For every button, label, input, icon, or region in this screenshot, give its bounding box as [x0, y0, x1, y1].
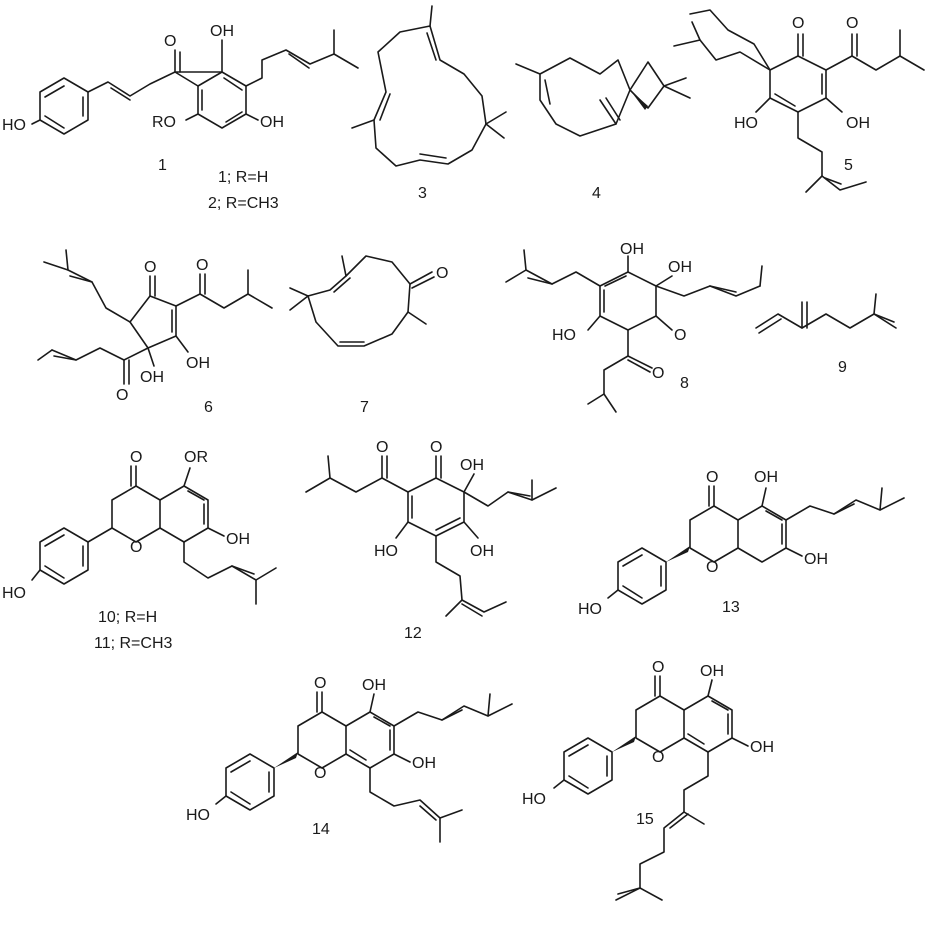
- compound-14-o2: O: [314, 765, 326, 782]
- compound-8-number: 8: [680, 375, 689, 392]
- compound-7-o: O: [436, 265, 448, 282]
- compound-13-oh1: OH: [754, 469, 778, 486]
- compound-5-o1: O: [792, 15, 804, 32]
- compound-6-o1: O: [144, 259, 156, 276]
- compound-14-oh1: OH: [362, 677, 386, 694]
- compound-6-o3: O: [116, 387, 128, 404]
- compound-8-o1: O: [674, 327, 686, 344]
- compound-1-oh-top: OH: [210, 23, 234, 40]
- compound-12-o2: O: [430, 439, 442, 456]
- compound-1-ho-left: HO: [2, 117, 26, 134]
- compound-10-caption-line-1: 10; R=H: [98, 609, 157, 626]
- compound-9-number: 9: [838, 359, 847, 376]
- compound-6-o2: O: [196, 257, 208, 274]
- compound-1-caption-line-1: 1; R=H: [218, 169, 268, 186]
- compound-14-number: 14: [312, 821, 330, 838]
- compound-13-number: 13: [722, 599, 740, 616]
- compound-13-structure: O OH O OH HO 13: [578, 469, 905, 618]
- compound-15-oh2: OH: [750, 739, 774, 756]
- compound-10-caption-line-2: 11; R=CH3: [94, 635, 173, 652]
- compound-15-number: 15: [636, 811, 654, 828]
- compound-6-oh2: OH: [186, 355, 210, 372]
- compound-14-structure: O OH O OH HO 14: [186, 675, 513, 843]
- compound-7-number: 7: [360, 399, 369, 416]
- compound-3-structure: 3: [351, 5, 507, 202]
- compound-14-ho: HO: [186, 807, 210, 824]
- compound-15-oh1: OH: [700, 663, 724, 680]
- compound-12-oh2: OH: [470, 543, 494, 560]
- compound-8-oh2: OH: [668, 259, 692, 276]
- compound-3-number: 3: [418, 185, 427, 202]
- compound-4-structure: 4: [515, 57, 691, 202]
- compound-1-oh-bottom: OH: [260, 114, 284, 131]
- compound-10-o1: O: [130, 449, 142, 466]
- compound-1-number: 1: [158, 157, 167, 174]
- compound-10-or: OR: [184, 449, 208, 466]
- compound-12-structure: O O OH HO OH 12: [305, 439, 557, 642]
- compound-12-number: 12: [404, 625, 422, 642]
- compound-13-o2: O: [706, 559, 718, 576]
- compound-13-oh2: OH: [804, 551, 828, 568]
- compound-1-structure: O OH HO RO OH 1 1; R=H 2; R=CH3: [2, 23, 359, 212]
- compound-13-o1: O: [706, 469, 718, 486]
- compound-5-o2: O: [846, 15, 858, 32]
- compound-5-structure: O O HO OH 5: [673, 9, 925, 193]
- compound-4-number: 4: [592, 185, 601, 202]
- compound-6-oh1: OH: [140, 369, 164, 386]
- compound-8-o2: O: [652, 365, 664, 382]
- compound-12-o1: O: [376, 439, 388, 456]
- compound-5-ho: HO: [734, 115, 758, 132]
- compound-6-structure: O O O OH OH 6: [37, 249, 273, 416]
- compound-15-o1: O: [652, 659, 664, 676]
- compound-13-ho: HO: [578, 601, 602, 618]
- compound-12-oh1: OH: [460, 457, 484, 474]
- compound-5-number: 5: [844, 157, 853, 174]
- compound-8-structure: OH OH HO O O 8: [505, 241, 763, 413]
- compound-8-ho: HO: [552, 327, 576, 344]
- compound-10-structure: O OR O OH HO 10; R=H 11; R=CH3: [2, 449, 277, 652]
- compound-14-o1: O: [314, 675, 326, 692]
- compound-15-ho: HO: [522, 791, 546, 808]
- compound-14-oh2: OH: [412, 755, 436, 772]
- compound-8-oh1: OH: [620, 241, 644, 258]
- compound-10-oh: OH: [226, 531, 250, 548]
- compound-1-carbonyl-o: O: [164, 33, 176, 50]
- compound-1-ro: RO: [152, 114, 176, 131]
- compound-15-structure: O OH O OH HO 15: [522, 659, 774, 901]
- compound-9-structure: 9: [755, 293, 897, 376]
- compound-10-o2: O: [130, 539, 142, 556]
- compound-5-oh: OH: [846, 115, 870, 132]
- compound-7-structure: O 7: [289, 255, 448, 416]
- compound-6-number: 6: [204, 399, 213, 416]
- compound-1-caption-line-2: 2; R=CH3: [208, 195, 279, 212]
- compound-12-ho: HO: [374, 543, 398, 560]
- compound-10-ho: HO: [2, 585, 26, 602]
- compound-15-o2: O: [652, 749, 664, 766]
